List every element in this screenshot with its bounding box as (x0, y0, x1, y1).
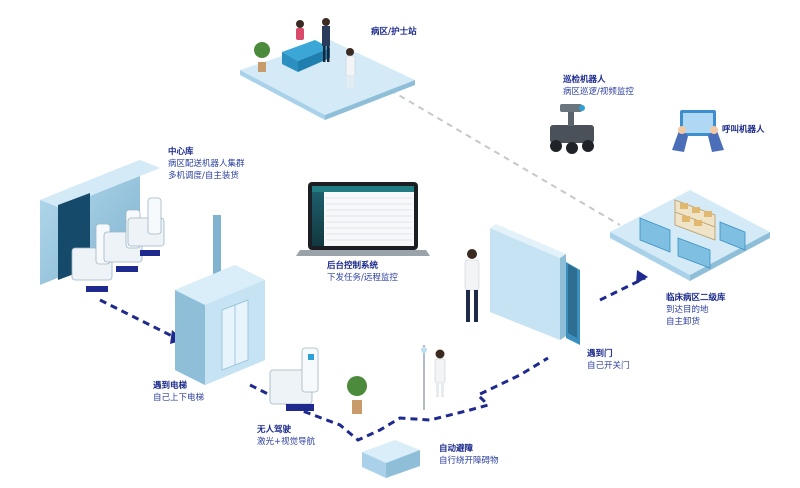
ward-store-line1: 到达目的地 (666, 305, 709, 315)
ward-store-platform (610, 190, 770, 281)
delivery-robot-cluster (71, 197, 165, 292)
driverless-title: 无人驾驶 (257, 425, 292, 435)
shelf-rack-icon (674, 199, 716, 241)
avoidance-desc: 自行绕开障碍物 (439, 456, 499, 466)
backend-desc: 下发任务/远程监控 (327, 273, 398, 283)
automatic-door (490, 224, 580, 345)
label-backend: 后台控制系统 下发任务/远程监控 (327, 260, 398, 284)
central-store-scene (40, 160, 165, 292)
elevator-desc: 自己上下电梯 (153, 393, 205, 403)
driverless-robot-icon (269, 347, 319, 411)
elevator-title: 遇到电梯 (153, 381, 188, 391)
nurse-station-platform (240, 18, 415, 120)
backend-title: 后台控制系统 (327, 261, 379, 271)
label-avoidance: 自动避障 自行绕开障碍物 (439, 443, 499, 467)
label-patrol-robot: 巡检机器人 病区巡逻/视频监控 (563, 74, 634, 98)
patrol-robot-title: 巡检机器人 (563, 75, 606, 85)
patrol-robot-icon (550, 104, 594, 154)
label-call-robot: 呼叫机器人 (722, 124, 765, 136)
patrol-robot-desc: 病区巡逻/视频监控 (563, 87, 634, 97)
call-robot-tablet-icon (672, 110, 724, 152)
doctor-figure (464, 249, 480, 322)
central-store-line2: 多机调度/自主装货 (168, 171, 239, 181)
central-store-title: 中心库 (168, 147, 194, 157)
route-arrow-ward (636, 270, 648, 284)
label-elevator: 遇到电梯 自己上下电梯 (153, 380, 204, 404)
ward-store-line2: 自主卸货 (666, 317, 701, 327)
nurse-station-title: 病区/护士站 (371, 27, 417, 37)
label-driverless: 无人驾驶 激光+视觉导航 (257, 424, 315, 448)
obstacle-box (362, 440, 420, 478)
central-store-line1: 病区配送机器人集群 (168, 159, 245, 169)
ward-store-title: 临床病区二级库 (666, 293, 726, 303)
avoidance-title: 自动避障 (439, 444, 474, 454)
nurse-with-iv-stand (421, 345, 446, 410)
wireless-link-dashed (389, 89, 621, 226)
driverless-desc: 激光+视觉导航 (257, 437, 316, 447)
elevator-shaft (175, 215, 265, 385)
label-central-store: 中心库 病区配送机器人集群 多机调度/自主装货 (168, 146, 245, 182)
label-door: 遇到门 自己开关门 (587, 348, 630, 372)
door-title: 遇到门 (587, 349, 613, 359)
label-nurse-station: 病区/护士站 (371, 26, 417, 38)
label-ward-store: 临床病区二级库 到达目的地 自主卸货 (666, 292, 726, 328)
door-desc: 自己开关门 (587, 361, 630, 371)
backend-laptop-icon (296, 182, 430, 256)
potted-plant (347, 376, 367, 414)
medicine-cabinet-icon (639, 217, 746, 269)
call-robot-title: 呼叫机器人 (722, 125, 765, 135)
